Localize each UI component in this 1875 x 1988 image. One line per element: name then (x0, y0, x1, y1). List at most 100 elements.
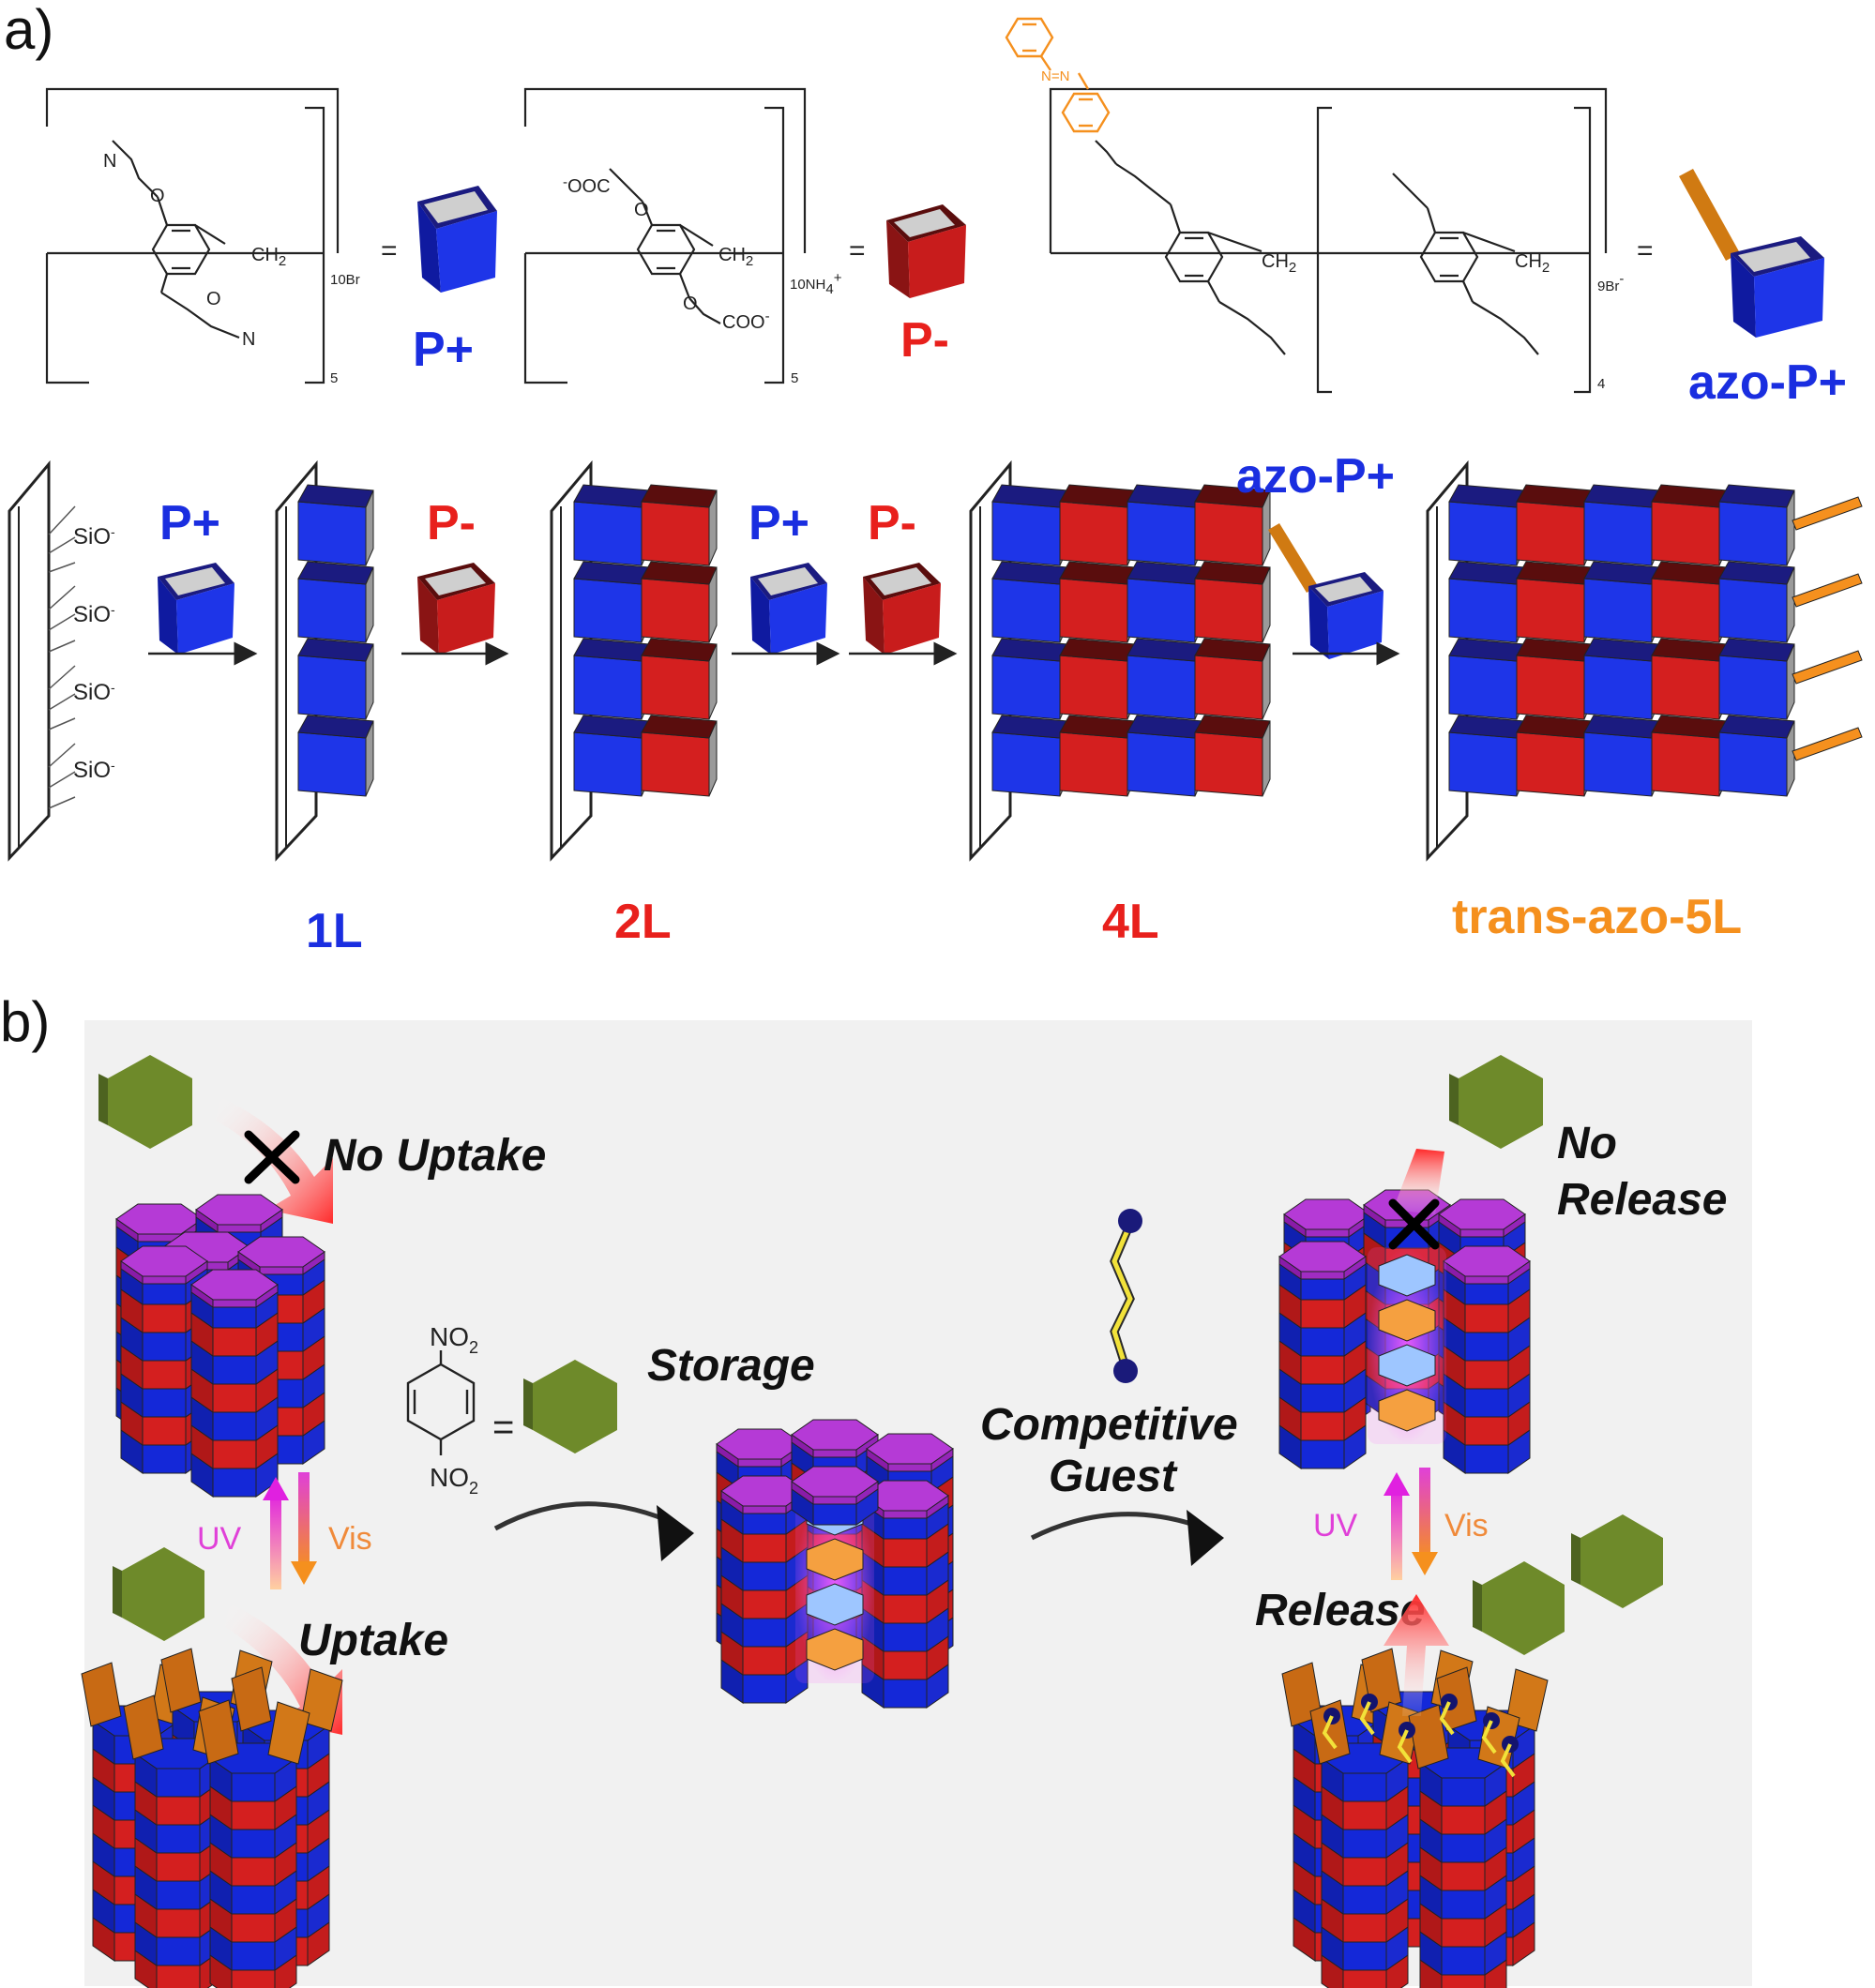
col-5l-cube-r2-c1 (1517, 655, 1584, 719)
p-plus-ch2: CH2 (251, 245, 286, 269)
panel-a-label: a) (4, 0, 53, 61)
col-5l-cube-r0-c0 (1449, 502, 1517, 565)
p-minus-ch2: CH2 (718, 245, 753, 269)
col-5l-azo-arm-2 (1792, 651, 1862, 684)
col-5l-azo-arm-0 (1792, 497, 1862, 530)
guest-equals: = (492, 1407, 514, 1448)
p-minus-label: P- (900, 313, 949, 368)
layer-4l-cubes (992, 485, 1270, 796)
col-5l-cube-r2-c0 (1449, 655, 1517, 719)
col-5l-cube-r3-c3 (1652, 732, 1719, 796)
p-minus-counterion: 10NH4+ (790, 270, 842, 297)
layer-1l-cubes (298, 485, 373, 796)
col-4l-cube-r1-c0 (992, 579, 1060, 642)
vis-label-right: Vis (1444, 1508, 1489, 1544)
p-plus-n2: N (242, 329, 255, 350)
col-2l-cube-r0-c1 (642, 502, 709, 565)
col-2l-cube-r1-c0 (574, 579, 642, 642)
storage-column-bundle (717, 1420, 953, 1708)
step2-label: P- (427, 496, 476, 550)
uptake-label: Uptake (298, 1616, 448, 1665)
equals-sign-3: = (1637, 235, 1654, 266)
col-4l-cube-r0-c0 (992, 502, 1060, 565)
layer-4l-label: 4L (1102, 895, 1159, 949)
col-5l-azo-arm-1 (1792, 574, 1862, 607)
col-5l-cube-r1-c1 (1517, 579, 1584, 642)
azo-p-plus-cube-icon (1679, 169, 1824, 338)
step1-label: P+ (159, 496, 220, 550)
closed-column-bundle (116, 1195, 325, 1497)
col-1l-cube-r0-c0 (298, 502, 366, 565)
col-4l-cube-r3-c2 (1127, 732, 1195, 796)
col-5l-cube-r3-c1 (1517, 732, 1584, 796)
p-minus-coo: COO- (722, 309, 770, 333)
step3b-label: P- (868, 496, 916, 550)
azo-nn-label: N=N (1041, 68, 1069, 84)
competitive-label: Competitive (980, 1400, 1238, 1450)
col-5l-cube-r2-c2 (1584, 655, 1652, 719)
p-plus-repeat: 5 (330, 370, 338, 386)
p-minus-ooc: -OOC (563, 174, 611, 197)
azo-ch2-1: CH2 (1262, 251, 1296, 276)
vis-label-left: Vis (328, 1521, 372, 1557)
storage-label: Storage (647, 1341, 815, 1391)
col-5l-cube-r0-c4 (1719, 502, 1787, 565)
col-5l-cube-r0-c2 (1584, 502, 1652, 565)
p-minus-repeat: 5 (791, 370, 798, 386)
p-plus-n1: N (103, 151, 116, 172)
step2-cube-icon (417, 563, 495, 655)
guest-label: Guest (1049, 1452, 1178, 1501)
col-2l-cube-r0-c0 (574, 502, 642, 565)
release-label-top: Release (1557, 1175, 1727, 1225)
col-4l-cube-r3-c1 (1060, 732, 1127, 796)
col-2l-cube-r2-c1 (642, 655, 709, 719)
col-5l-cube-r2-c3 (1652, 655, 1719, 719)
layer-2l-cubes (574, 485, 717, 796)
uv-label-right: UV (1313, 1508, 1358, 1544)
col-4l-cube-r0-c3 (1195, 502, 1263, 565)
azo-counterion: 9Br- (1597, 271, 1624, 294)
azo-p-plus-structure (1051, 89, 1606, 392)
p-plus-label: P+ (413, 323, 474, 377)
col-1l-cube-r2-c0 (298, 655, 366, 719)
col-2l-cube-r1-c1 (642, 579, 709, 642)
layer-5l-cubes (1449, 485, 1862, 796)
p-plus-o1: O (150, 186, 165, 206)
col-5l-cube-r3-c0 (1449, 732, 1517, 796)
col-5l-cube-r0-c1 (1517, 502, 1584, 565)
p-plus-counterion: 10Br (330, 272, 360, 288)
sio-4: SiO- (73, 758, 115, 783)
col-4l-cube-r1-c3 (1195, 579, 1263, 642)
azo-p-plus-label: azo-P+ (1688, 355, 1847, 410)
col-5l-cube-r1-c3 (1652, 579, 1719, 642)
p-plus-cube-icon (417, 186, 497, 293)
col-5l-azo-arm-3 (1792, 728, 1862, 761)
silanol-groups (49, 506, 75, 808)
azo-repeat: 4 (1597, 376, 1605, 392)
no-uptake-label: No Uptake (324, 1131, 546, 1181)
col-1l-cube-r1-c0 (298, 579, 366, 642)
col-4l-cube-r2-c2 (1127, 655, 1195, 719)
p-minus-o2: O (683, 294, 698, 314)
layer-2l-label: 2L (614, 895, 672, 949)
col-4l-cube-r0-c1 (1060, 502, 1127, 565)
col-5l-cube-r2-c4 (1719, 655, 1787, 719)
p-minus-o1: O (634, 200, 649, 220)
layer-5l-label: trans-azo-5L (1452, 890, 1742, 944)
col-4l-cube-r2-c0 (992, 655, 1060, 719)
p-plus-structure (47, 89, 338, 383)
col-5l-cube-r0-c3 (1652, 502, 1719, 565)
p-plus-o2: O (206, 289, 221, 309)
col-4l-cube-r1-c1 (1060, 579, 1127, 642)
col-4l-cube-r0-c2 (1127, 502, 1195, 565)
col-4l-cube-r3-c3 (1195, 732, 1263, 796)
step4-cube-icon (1268, 523, 1384, 659)
layer-1l-label: 1L (306, 904, 363, 958)
col-5l-cube-r1-c4 (1719, 579, 1787, 642)
col-5l-cube-r3-c2 (1584, 732, 1652, 796)
panel-b-label: b) (0, 990, 50, 1053)
p-minus-structure (525, 89, 805, 383)
col-5l-cube-r1-c0 (1449, 579, 1517, 642)
equals-sign-2: = (849, 235, 866, 266)
